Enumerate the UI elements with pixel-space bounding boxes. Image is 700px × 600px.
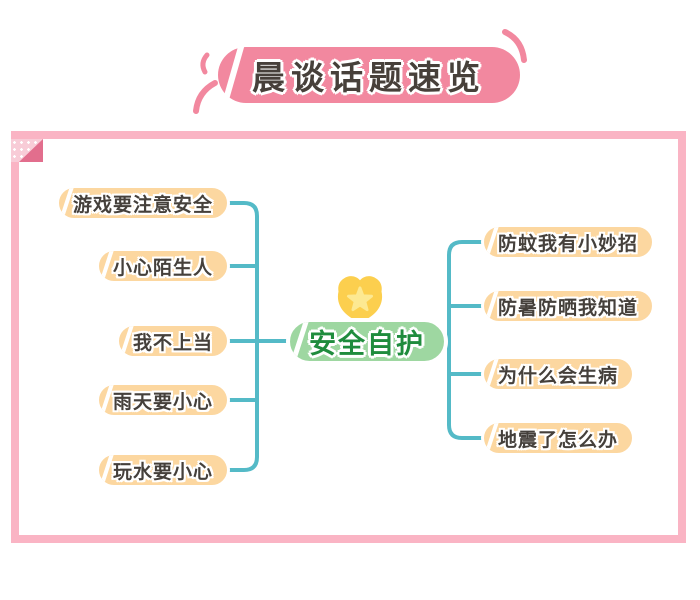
- topic-label: 防暑防晒我知道: [498, 297, 639, 319]
- topic-node-left-5[interactable]: 玩水要小心: [95, 452, 230, 488]
- node-brush-cut: [98, 251, 115, 281]
- node-brush-cut: [484, 423, 500, 453]
- topic-label: 地震了怎么办: [498, 429, 619, 451]
- star-shape: [346, 286, 374, 312]
- topic-node-left-1[interactable]: 游戏要注意安全: [55, 185, 230, 221]
- left-bracket-line: [228, 201, 259, 472]
- page-title: 晨谈话题速览: [252, 59, 486, 96]
- spark-stroke-bottom-left: [193, 80, 218, 114]
- right-bracket-top: [447, 240, 483, 343]
- node-brush-cut: [484, 291, 500, 321]
- spark-stroke-top-right: [502, 29, 527, 63]
- node-brush-cut: [98, 455, 115, 485]
- topic-node-right-4[interactable]: 地震了怎么办: [481, 420, 636, 456]
- topic-label: 为什么会生病: [498, 365, 619, 387]
- node-brush-cut: [58, 188, 75, 218]
- center-topic-label: 安全自护: [309, 329, 425, 359]
- topic-node-right-2[interactable]: 防暑防晒我知道: [481, 288, 656, 324]
- node-brush-cut: [98, 385, 115, 415]
- topic-label: 小心陌生人: [112, 257, 213, 279]
- topic-label: 防蚊我有小妙招: [498, 233, 639, 255]
- node-brush-cut: [484, 359, 500, 389]
- node-brush-cut: [290, 322, 310, 361]
- title-banner: 晨谈话题速览: [218, 44, 520, 106]
- shield-star-icon: [337, 276, 383, 322]
- right-bracket-bottom: [447, 339, 483, 440]
- spark-stroke-left-comma: [200, 52, 210, 75]
- topic-node-left-2[interactable]: 小心陌生人: [95, 248, 230, 284]
- topic-node-left-4[interactable]: 雨天要小心: [95, 382, 230, 418]
- topic-node-left-3[interactable]: 我不上当: [115, 323, 230, 359]
- node-brush-cut: [118, 326, 135, 356]
- title-decoration-strokes: [193, 29, 527, 114]
- topic-label: 我不上当: [132, 332, 213, 354]
- center-topic-node[interactable]: 安全自护: [286, 318, 448, 365]
- topic-label: 雨天要小心: [112, 391, 213, 413]
- topic-label: 玩水要小心: [112, 461, 213, 483]
- node-brush-cut: [484, 227, 500, 257]
- topic-label: 游戏要注意安全: [72, 194, 213, 216]
- topic-node-right-3[interactable]: 为什么会生病: [481, 356, 636, 392]
- topic-node-right-1[interactable]: 防蚊我有小妙招: [481, 224, 656, 260]
